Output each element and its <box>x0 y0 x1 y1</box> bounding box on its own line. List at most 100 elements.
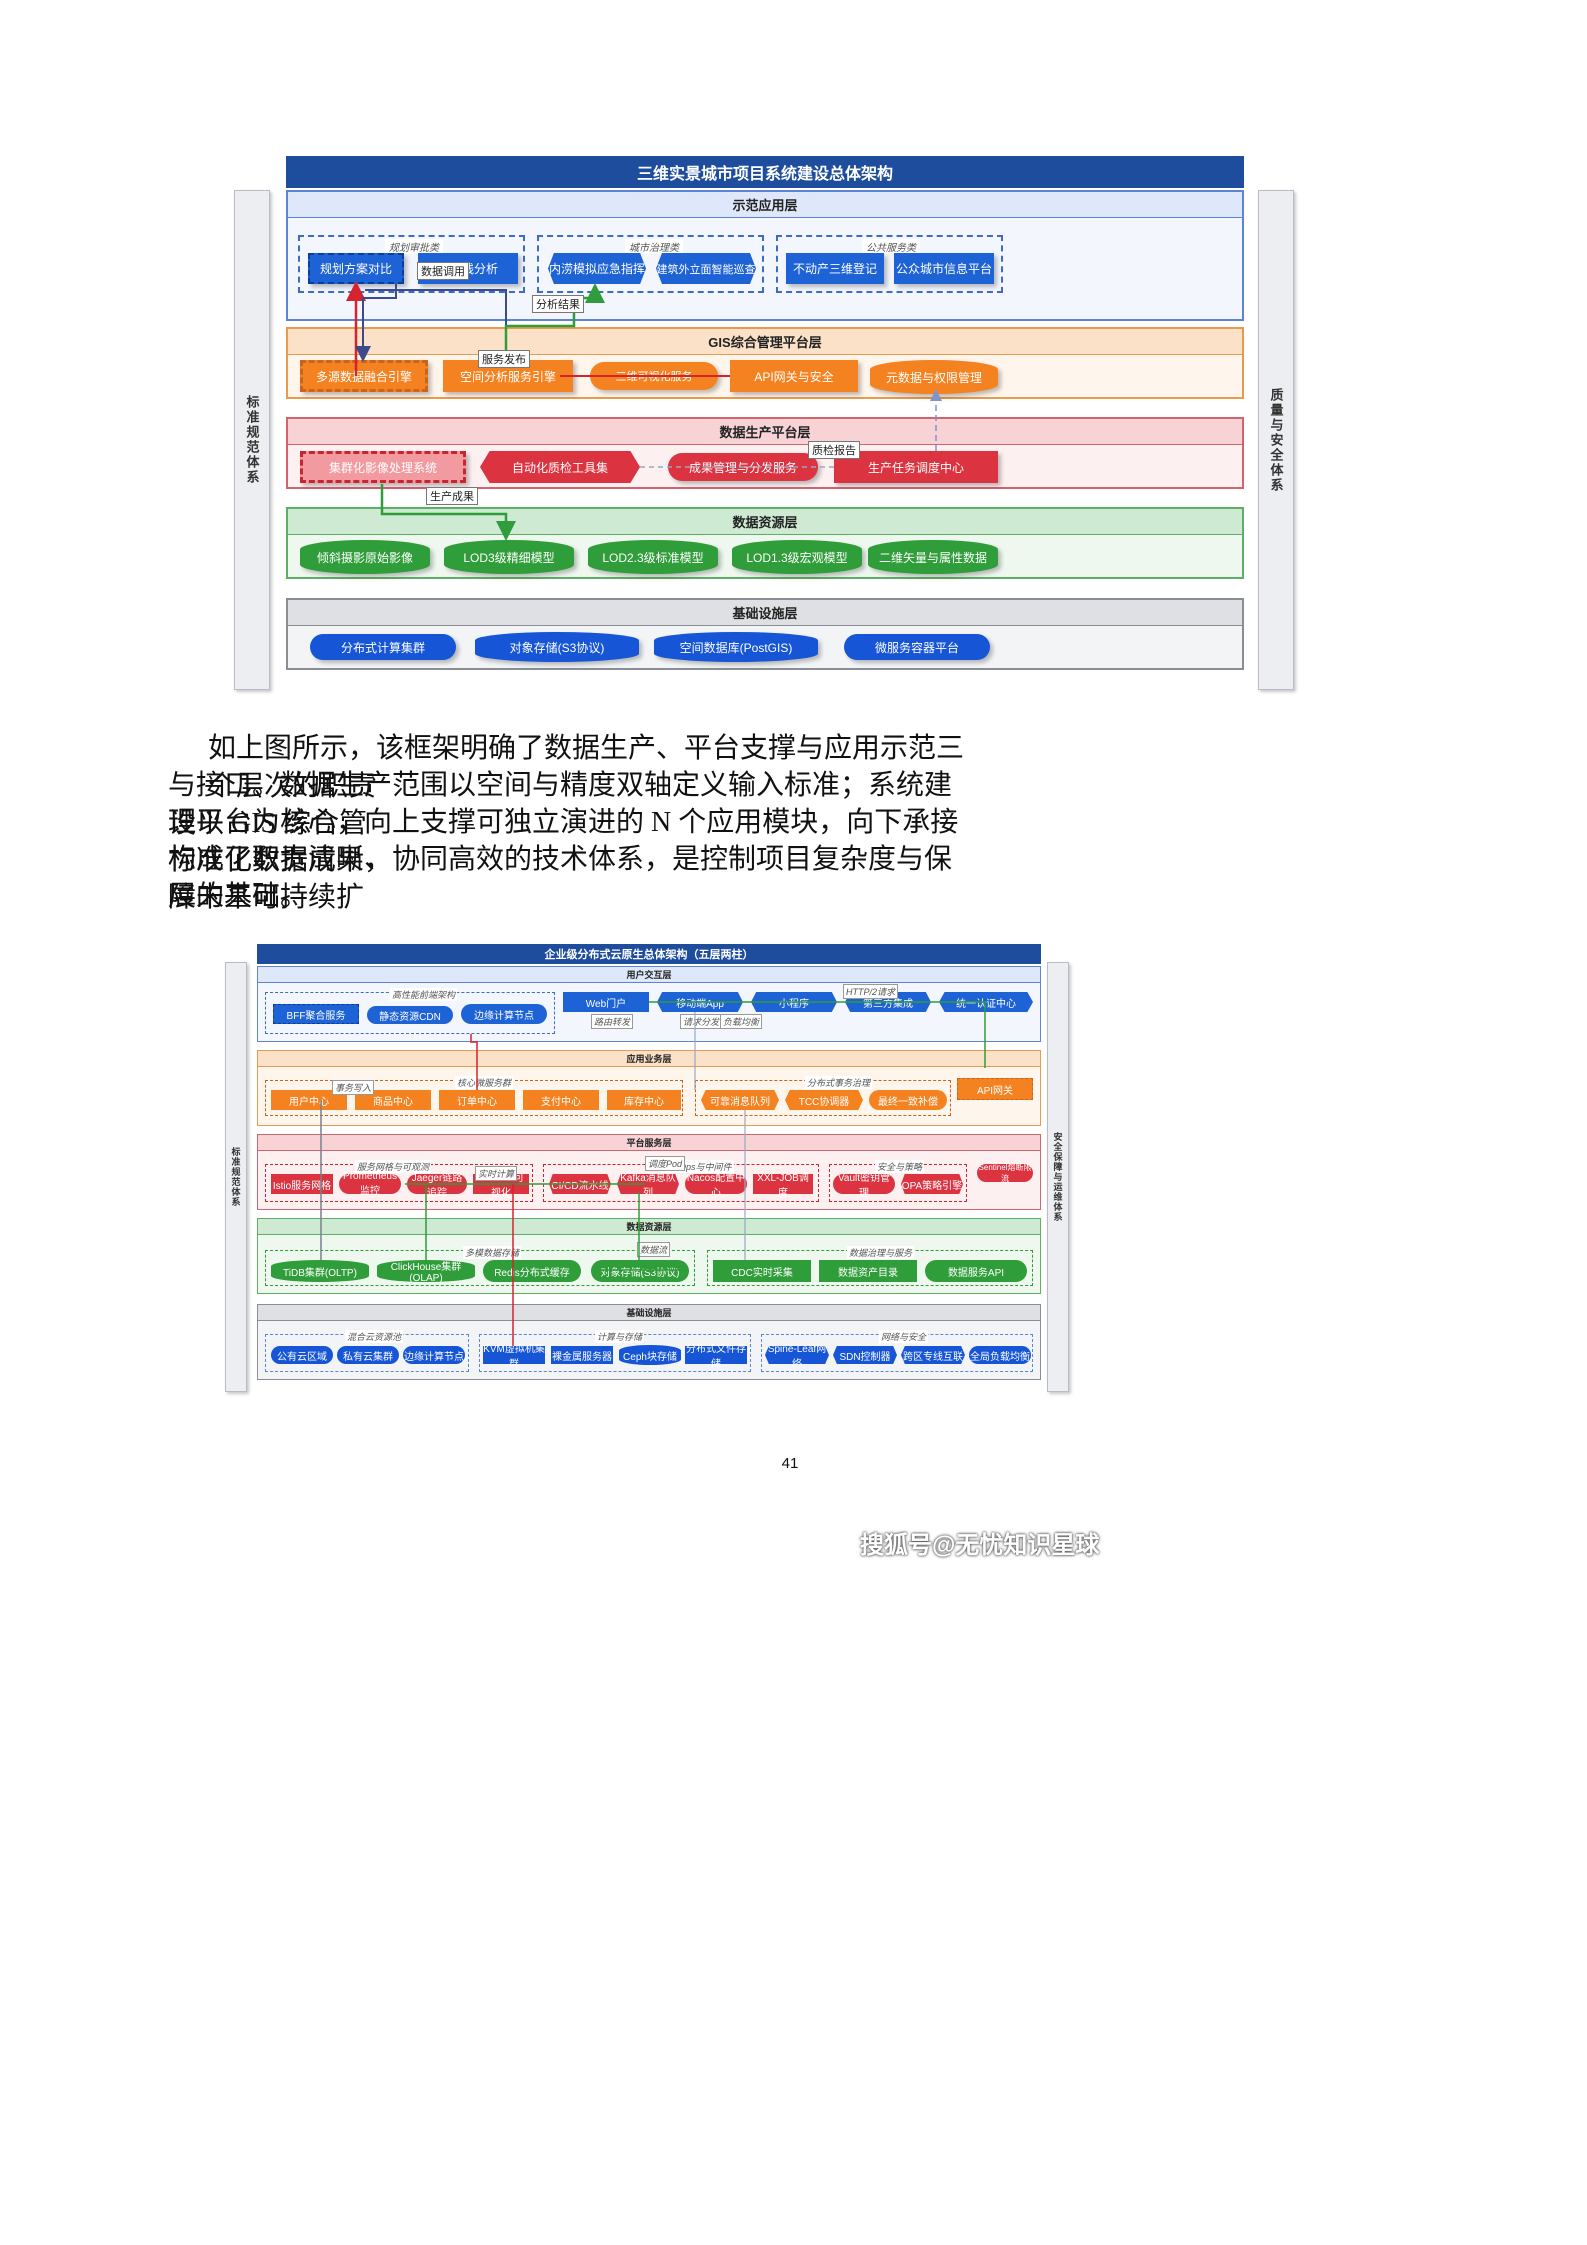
data-call-label: 数据调用 <box>417 262 469 280</box>
f2-edge-node: 边缘计算节点 <box>403 1346 465 1364</box>
lod13-model-box: LOD1.3级宏观模型 <box>732 540 862 574</box>
paragraph-line-2: 与接口。数据生产范围以空间与精度双轴定义输入标准；系统建设以 GIS 综合管 <box>168 770 953 839</box>
f2-title: 企业级分布式云原生总体架构（五层两柱） <box>257 944 1041 964</box>
f2-standards-pillar: 标准规范体系 <box>225 962 247 1392</box>
f2-edge-box: 边缘计算节点 <box>461 1004 547 1024</box>
f2-kafka-box: Kafka消息队列 <box>617 1174 679 1194</box>
f2-sdn-box: SDN控制器 <box>833 1346 897 1364</box>
figure-1: 标准规范体系 质量与安全体系 三维实景城市项目系统建设总体架构 示范应用层 规划… <box>230 150 1330 695</box>
f2-biz-layer: 应用业务层 <box>257 1050 1041 1126</box>
f2-comp-box: 最终一致补偿 <box>869 1090 947 1110</box>
output-connector <box>380 484 516 541</box>
lod23-model-box: LOD2.3级标准模型 <box>588 540 718 574</box>
app-layer: 示范应用层 <box>286 190 1244 321</box>
planning-compare-box: 规划方案对比 <box>308 253 404 284</box>
figure-1-title: 三维实景城市项目系统建设总体架构 <box>286 156 1244 188</box>
task-scheduler-box: 生产任务调度中心 <box>834 451 998 483</box>
gis-layer-title: GIS综合管理平台层 <box>288 329 1242 355</box>
f2-standards-label: 标准规范体系 <box>230 1147 241 1207</box>
infra-layer-title: 基础设施层 <box>288 600 1242 626</box>
flood-sim-box: 内涝模拟应急指挥 <box>548 253 646 284</box>
f2-red-top <box>470 1034 478 1090</box>
f2-sentinel-box: Sentinel熔断限流 <box>977 1163 1033 1183</box>
output-label: 生产成果 <box>426 487 478 505</box>
f2-infra-title: 基础设施层 <box>258 1305 1040 1321</box>
f2-core-label: 核心微服务群 <box>455 1076 514 1089</box>
f2-pod-tag: 调度Pod <box>645 1156 686 1171</box>
quality-pillar: 质量与安全体系 <box>1258 190 1294 690</box>
group-public-label: 公共服务类 <box>862 239 920 254</box>
f2-auth-box: 统一认证中心 <box>939 992 1033 1012</box>
f2-dispatch-tag: 请求分发 <box>680 1014 723 1029</box>
f2-sec-label: 安全与策略 <box>875 1160 925 1173</box>
data-call-connector <box>365 289 507 358</box>
f2-opa-box: OPA策略引擎 <box>901 1174 963 1194</box>
f2-tidb-box: TiDB集群(OLTP) <box>271 1260 369 1282</box>
metadata-perm-box: 元数据与权限管理 <box>870 360 998 394</box>
f2-api-gw-box: API网关 <box>957 1078 1033 1100</box>
f2-hybrid-label: 混合云资源池 <box>345 1330 404 1343</box>
f2-tx-write-tag: 事务写入 <box>332 1080 375 1095</box>
f2-clickhouse-box: ClickHouse集群(OLAP) <box>377 1260 475 1284</box>
lod3-model-box: LOD3级精细模型 <box>444 540 574 574</box>
f2-cdc-box: CDC实时采集 <box>713 1260 811 1282</box>
analysis-result-label: 分析结果 <box>532 295 584 313</box>
app-layer-title: 示范应用层 <box>288 192 1242 218</box>
f2-baremetal-box: 裸金属服务器 <box>551 1346 613 1364</box>
figure-1-connectors <box>346 281 942 541</box>
f2-route-tag: 路由转发 <box>591 1014 634 1029</box>
f2-mq-box: 可靠消息队列 <box>701 1090 779 1110</box>
page-number: 41 <box>781 1455 799 1472</box>
f2-lb-tag: 负载均衡 <box>720 1014 763 1029</box>
f2-ui-title: 用户交互层 <box>258 967 1040 983</box>
f2-realtime-tag: 实时计算 <box>475 1166 518 1181</box>
group-governance <box>537 235 764 293</box>
f2-security-label: 安全保障与运维体系 <box>1052 1132 1063 1222</box>
figure-2: 标准规范体系 安全保障与运维体系 企业级分布式云原生总体架构（五层两柱） 用户交… <box>225 942 1373 1397</box>
f2-catalog-box: 数据资产目录 <box>819 1260 917 1282</box>
group-planning-label: 规划审批类 <box>385 239 443 254</box>
f2-bff-box: BFF聚合服务 <box>273 1004 359 1024</box>
group-governance-label: 城市治理类 <box>625 239 683 254</box>
paragraph-line-1: 如上图所示，该框架明确了数据生产、平台支撑与应用示范三个层次的职责 <box>208 733 965 802</box>
navy-connector <box>355 284 397 362</box>
f2-web-box: Web门户 <box>563 992 649 1012</box>
paragraph-line-5: 展的基础。 <box>168 881 309 912</box>
f2-frontend-label: 高性能前端架构 <box>390 988 458 1001</box>
f2-plat-title: 平台服务层 <box>258 1135 1040 1151</box>
f2-net-label: 网络与安全 <box>879 1330 929 1343</box>
f2-pay-center: 支付中心 <box>523 1090 599 1110</box>
standards-pillar-label: 标准规范体系 <box>244 395 260 485</box>
public-platform-box: 公众城市信息平台 <box>894 253 994 284</box>
footer-brand: 搜狐号@无忧知识星球 <box>860 1532 1100 1559</box>
f2-crossregion-box: 跨区专线互联 <box>901 1346 965 1364</box>
f2-nacos-box: Nacos配置中心 <box>685 1173 747 1199</box>
oblique-imagery-box: 倾斜摄影原始影像 <box>300 540 430 574</box>
auto-qc-box: 自动化质检工具集 <box>480 451 640 483</box>
group-planning <box>298 235 525 293</box>
publish-label: 服务发布 <box>478 350 530 368</box>
f2-compute-label: 计算与存储 <box>595 1330 645 1343</box>
f2-s3-box: 对象存储(S3协议) <box>591 1260 689 1282</box>
microservice-platform-box: 微服务容器平台 <box>844 634 990 660</box>
f2-tcc-box: TCC协调器 <box>785 1090 863 1110</box>
f2-mesh-label: 服务网格与可观测 <box>355 1160 432 1173</box>
figure-2-connectors <box>320 1001 986 1346</box>
f2-dataflow-tag: 数据流 <box>637 1242 671 1257</box>
paragraph-line-3: 理平台为核心，向上支撑可独立演进的 N 个应用模块，向下承接标准化数据成果， <box>168 807 959 876</box>
f2-vault-box: Vault密钥管理 <box>833 1173 895 1199</box>
facade-inspect-box: 建筑外立面智能巡查 <box>656 253 756 284</box>
f2-gov-label: 数据治理与服务 <box>847 1246 915 1259</box>
f2-product-center: 商品中心 <box>355 1090 431 1110</box>
f2-ceph-box: Ceph块存储 <box>619 1345 681 1365</box>
object-storage-box: 对象存储(S3协议) <box>475 632 639 662</box>
f2-multi-label: 多模数据存储 <box>463 1246 522 1259</box>
f2-biz-title: 应用业务层 <box>258 1051 1040 1067</box>
f2-glb-box: 全局负载均衡 <box>969 1346 1031 1364</box>
f2-xxljob-box: XXL-JOB调度 <box>753 1173 813 1199</box>
f2-order-center: 订单中心 <box>439 1090 515 1110</box>
f2-security-pillar: 安全保障与运维体系 <box>1047 962 1069 1392</box>
f2-cdn-box: 静态资源CDN <box>367 1006 453 1024</box>
distributed-compute-box: 分布式计算集群 <box>310 634 456 660</box>
quality-pillar-label: 质量与安全体系 <box>1268 387 1284 493</box>
